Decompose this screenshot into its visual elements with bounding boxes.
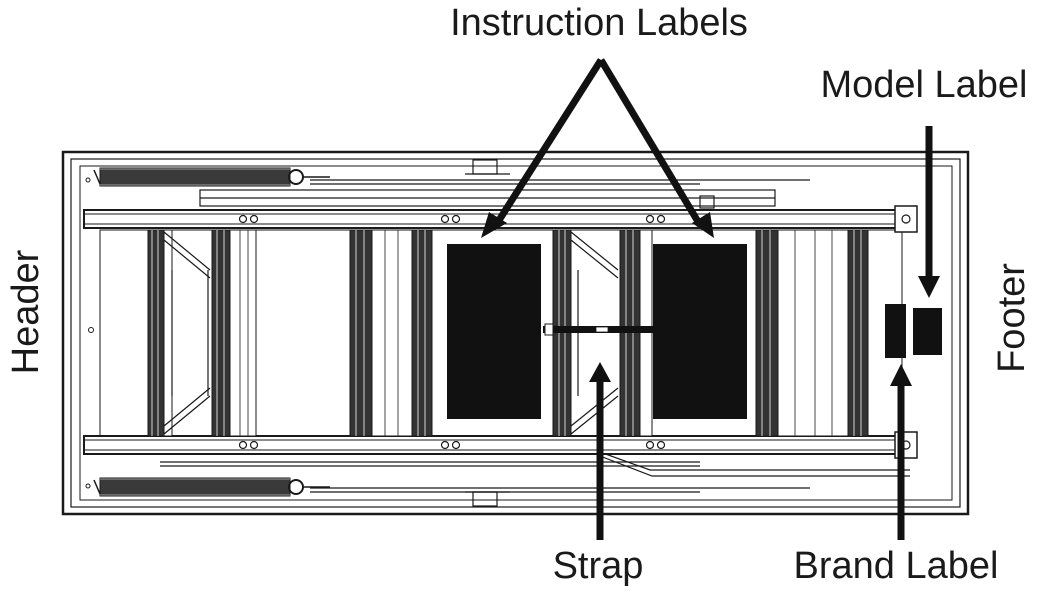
strap-caption: Strap: [553, 545, 644, 587]
tread-lines: [239, 230, 833, 436]
arrow-heads: [481, 212, 940, 386]
bottom-linkage: [160, 451, 910, 507]
top-linkage: [199, 159, 810, 209]
top-spring: [93, 167, 330, 187]
bottom-spring: [93, 477, 330, 497]
strap: [543, 323, 653, 336]
instruction-labels-caption: Instruction Labels: [450, 2, 748, 44]
instruction-label-left: [447, 244, 541, 419]
callout-arrows: [493, 58, 933, 540]
model-label-block: [913, 308, 942, 355]
header-caption: Header: [5, 249, 47, 374]
model-label-caption: Model Label: [820, 64, 1027, 106]
brand-label-caption: Brand Label: [794, 545, 999, 587]
rail-bolts: [238, 214, 666, 450]
footer-caption: Footer: [991, 263, 1033, 373]
instruction-label-right: [653, 244, 747, 419]
brand-label-block: [885, 304, 906, 358]
